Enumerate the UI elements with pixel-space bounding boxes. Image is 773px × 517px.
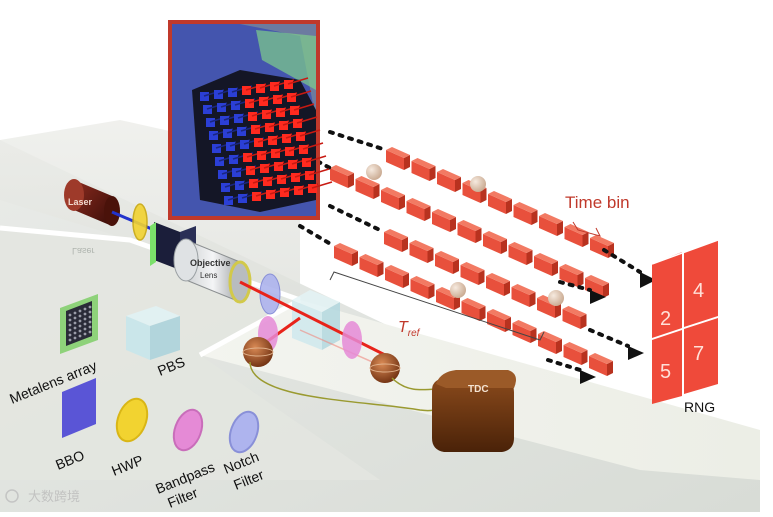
time-bin-block	[534, 253, 558, 276]
dotted-path	[328, 130, 388, 152]
rng-arrows	[580, 272, 656, 384]
tdc-module: TDC	[432, 370, 516, 452]
time-bin-block	[355, 176, 380, 199]
legend-hwp-swatch	[115, 397, 149, 443]
metalens-pillars	[200, 77, 333, 205]
time-bin-block	[562, 306, 587, 329]
detector-1	[242, 337, 274, 367]
time-bin-block	[435, 251, 459, 274]
time-bin-block	[483, 231, 507, 254]
time-bin-block	[511, 284, 536, 307]
time-bin-block	[330, 165, 354, 188]
time-bin-block	[334, 243, 358, 266]
legend-notch-swatch	[228, 410, 260, 454]
metalens-inset	[168, 20, 333, 220]
time-bin-block	[559, 264, 584, 287]
rng-digit-7: 7	[693, 343, 704, 365]
time-bin-block	[411, 158, 436, 181]
time-bin-block	[563, 342, 588, 365]
t-ref-sub: ref	[408, 328, 421, 339]
photon-sphere	[366, 164, 382, 180]
time-bin-block	[385, 265, 409, 288]
time-bin-block	[460, 262, 485, 285]
rng-digit-2: 2	[660, 308, 671, 330]
time-bin-block	[488, 191, 512, 214]
time-bin-bracket	[572, 221, 601, 237]
photon-sphere	[548, 290, 564, 306]
laser-label: Laser	[68, 197, 93, 207]
platform-edge-2	[198, 297, 302, 358]
dotted-path	[602, 248, 642, 274]
objective-label-line1: Objective	[190, 258, 231, 268]
legend-pbs-swatch	[126, 306, 180, 360]
time-bin-label: Time bin	[565, 193, 630, 212]
time-bin-block	[538, 331, 562, 354]
t-ref-bracket	[329, 271, 545, 341]
laser-source: Laser	[64, 179, 120, 226]
time-bin-block	[386, 147, 410, 170]
red-beam-main	[239, 280, 396, 362]
legend-metalens-swatch	[60, 294, 98, 354]
rng-digit-4: 4	[693, 280, 704, 302]
t-ref-label: Tref	[398, 319, 421, 339]
t-ref-main: T	[398, 319, 409, 336]
time-bin-block	[437, 169, 461, 192]
time-bin-block	[590, 235, 614, 258]
time-bin-block	[564, 224, 589, 247]
watermark-text: 大数跨境	[28, 489, 80, 504]
objective-label-line2: Lens	[200, 271, 217, 280]
tdc-label: TDC	[468, 384, 489, 395]
rng-cell-2-bg	[652, 252, 682, 338]
rng-cell-5-bg	[652, 330, 682, 404]
rng-cell-4-bg	[684, 240, 718, 327]
time-bin-block	[508, 242, 533, 265]
time-bin-block	[487, 309, 511, 332]
time-bin-block	[585, 275, 609, 298]
rng-cell-7-bg	[684, 318, 718, 394]
rng-grid: 2 4 5 7	[651, 239, 719, 404]
time-bin-block	[409, 240, 434, 263]
time-bin-block	[410, 276, 435, 299]
detector-2	[369, 353, 401, 383]
dotted-path	[298, 224, 336, 248]
dotted-trajectories	[298, 130, 642, 372]
hwp-optic	[132, 203, 148, 241]
time-bin-block	[384, 229, 408, 252]
legend-bbo-swatch	[62, 378, 96, 438]
photon-sphere	[450, 282, 466, 298]
rng-digit-5: 5	[660, 361, 671, 383]
time-bin-block	[589, 353, 613, 376]
notch-optic	[259, 273, 281, 315]
dotted-path	[298, 150, 332, 170]
time-bin-trains	[330, 147, 614, 376]
rng-label: RNG	[684, 399, 715, 415]
laser-reflection-label: Laser	[72, 246, 95, 256]
time-bin-block	[381, 187, 405, 210]
time-bin-block	[461, 298, 486, 321]
time-bin-block	[359, 254, 384, 277]
dotted-path	[328, 204, 386, 234]
watermark: 大数跨境	[5, 489, 80, 504]
time-bin-block	[513, 202, 538, 225]
bandpass-optic-2	[342, 321, 362, 359]
time-bin-block	[539, 213, 563, 236]
pbs-optic	[292, 290, 340, 350]
time-bin-block	[457, 220, 482, 243]
time-bin-block	[486, 273, 510, 296]
dotted-path	[588, 328, 630, 348]
time-bin-block	[432, 209, 456, 232]
legend-bandpass-swatch	[172, 408, 204, 452]
time-bin-block	[512, 320, 537, 343]
time-bin-block	[406, 198, 431, 221]
photon-sphere	[470, 176, 486, 192]
